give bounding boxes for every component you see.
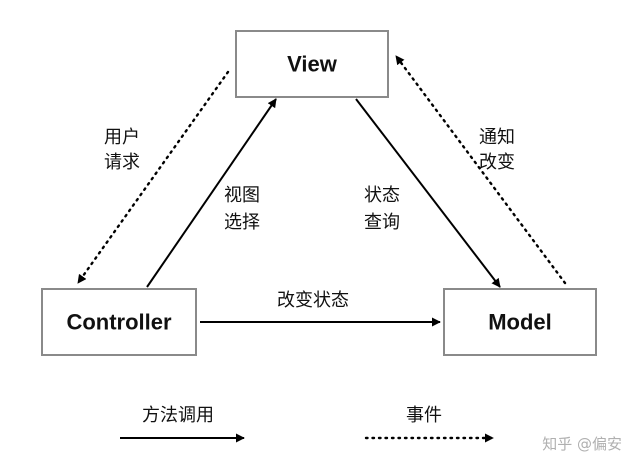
view-select-label-line1: 视图 [224,185,260,206]
state-query-arrow [355,98,501,288]
view-box [235,30,389,98]
model-node: Model [443,288,597,356]
state-query-label-line2: 查询 [364,212,400,233]
legend: 方法调用 事件 [120,405,495,443]
model-box [443,288,597,356]
legend-event-label: 事件 [406,405,442,426]
user-request-arrow [76,70,230,285]
user-request-label-line2: 请求 [104,152,140,173]
change-state-label: 改变状态 [277,290,349,311]
view-label: View [287,52,338,77]
controller-label: Controller [66,310,172,335]
legend-method-call-label: 方法调用 [142,405,214,426]
user-request-label-line1: 用户 [104,127,140,148]
view-node: View [235,30,389,98]
controller-box [41,288,197,356]
notify-change-arrow [394,54,567,285]
model-label: Model [488,310,552,335]
view-select-label-line2: 选择 [224,212,260,233]
notify-change-label-line2: 改变 [479,152,515,173]
state-query-label-line1: 状态 [364,185,400,206]
notify-change-label-line1: 通知 [479,127,515,148]
controller-node: Controller [41,288,197,356]
view-select-arrow [146,98,277,288]
watermark-text: 知乎 @偏安 [542,435,622,453]
